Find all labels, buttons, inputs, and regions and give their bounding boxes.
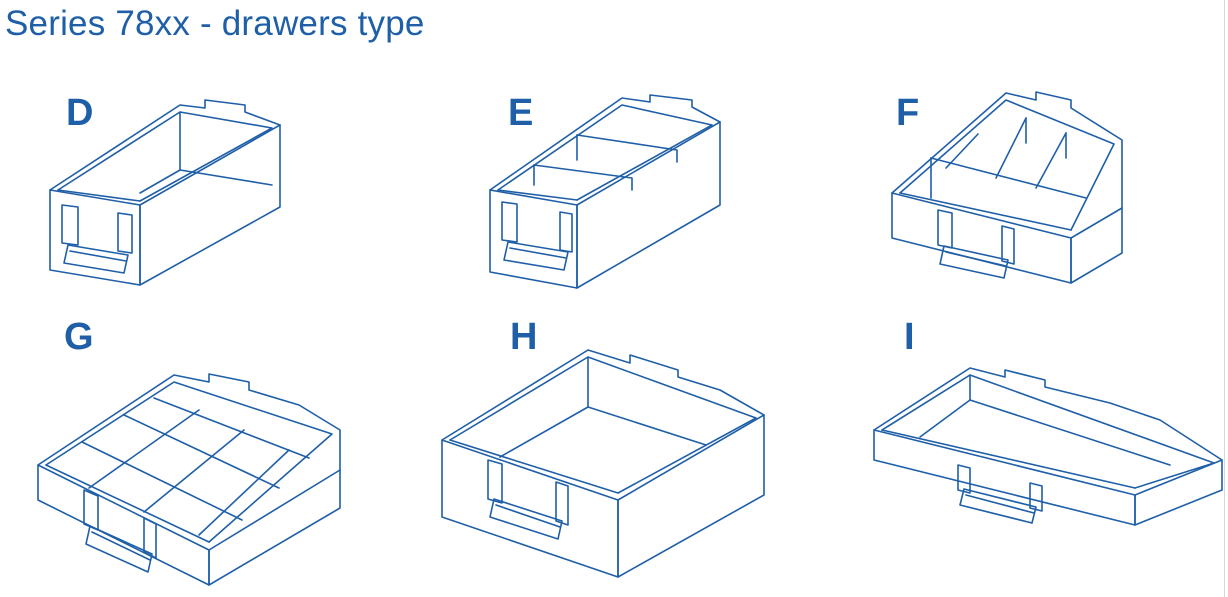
variant-label-e: E [508, 92, 534, 134]
variant-label-g: G [64, 316, 94, 358]
drawer-i-illustration [873, 367, 1223, 526]
variant-label-i: I [904, 316, 915, 358]
drawer-h-illustration [441, 349, 765, 578]
drawer-g-illustration [37, 373, 341, 586]
page-title: Series 78xx - drawers type [5, 4, 425, 43]
variant-label-h: H [510, 316, 538, 358]
variant-label-d: D [66, 92, 94, 134]
drawer-d-illustration [49, 99, 281, 286]
drawer-f-illustration [891, 91, 1123, 284]
page-edge-rule [1224, 0, 1225, 597]
drawer-e-illustration [489, 94, 721, 289]
variant-label-f: F [896, 92, 920, 134]
